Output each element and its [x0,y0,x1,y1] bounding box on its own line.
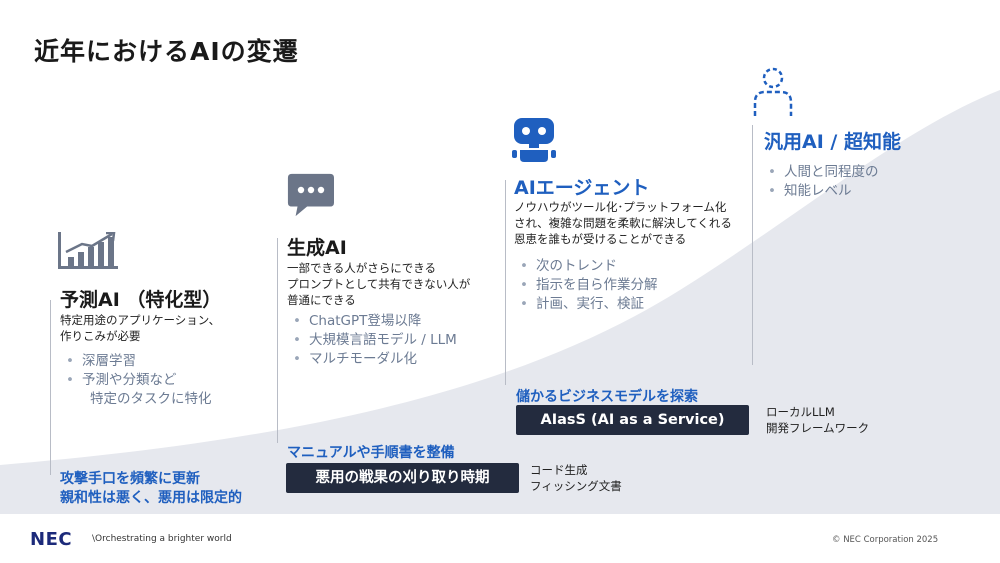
footer-tagline: \Orchestrating a brighter world [92,534,232,544]
highlight-generative-ai: マニュアルや手順書を整備 [287,445,455,461]
description-line: 普通にできる [287,293,356,307]
stage-divider-4 [752,125,753,365]
risk-note-predictive-ai: 攻撃手口を頻繁に更新 親和性は悪く、悪用は限定的 [60,470,242,508]
bullet-item: マルチモーダル化 [289,350,457,369]
note-line: コード生成 [530,463,588,477]
chat-bubble-icon [287,173,334,217]
robot-icon [512,118,556,162]
bullet-item-continuation: 特定のタスクに特化 [90,391,212,407]
period-box-generative-ai: 悪用の戦果の刈り取り時期 [286,463,519,493]
note-generative-ai: コード生成 フィッシング文書 [530,462,622,494]
description-line: 一部できる人がさらにできる [287,261,437,275]
stage-title-predictive-ai: 予測AI （特化型） [60,289,222,311]
bullet-item: 深層学習 [62,352,212,371]
risk-line: 親和性は悪く、悪用は限定的 [60,490,242,506]
stage-divider-3 [505,180,506,385]
stage-divider-2 [277,238,278,443]
stage-title-ai-agent: AIエージェント [514,177,650,199]
bullet-item: 予測や分類など [62,371,212,390]
footer [0,514,1000,563]
description-line: プロンプトとして共有できない人が [287,277,471,291]
note-ai-agent: ローカルLLM 開発フレームワーク [766,404,869,436]
page-title: 近年におけるAIの変遷 [34,37,299,66]
bullet-item: 次のトレンド [516,257,658,276]
stage-description-generative-ai: 一部できる人がさらにできる プロンプトとして共有できない人が 普通にできる [287,260,470,308]
growth-bar-chart-icon [58,232,118,269]
stage-bullets-agi: 人間と同程度の 知能レベル [764,163,879,201]
bullet-item: 知能レベル [764,182,879,201]
stage-description-predictive-ai: 特定用途のアプリケーション、 作りこみが必要 [60,312,220,344]
risk-line: 攻撃手口を頻繁に更新 [60,471,200,487]
stage-title-agi: 汎用AI / 超知能 [764,131,901,153]
note-line: フィッシング文書 [530,479,622,493]
bullet-item: 大規模言語モデル / LLM [289,331,457,350]
highlight-ai-agent: 儲かるビジネスモデルを探索 [516,389,698,405]
description-line: され、複雑な問題を柔軟に解決してくれる [514,216,732,230]
period-box-ai-agent: AIasS (AI as a Service) [516,405,749,435]
note-line: ローカルLLM [766,405,835,419]
stage-title-generative-ai: 生成AI [287,237,347,259]
description-line: 作りこみが必要 [60,329,141,343]
description-line: 恩恵を誰もが受けることができる [514,232,687,246]
stage-bullets-generative-ai: ChatGPT登場以降 大規模言語モデル / LLM マルチモーダル化 [289,312,457,369]
person-outline-icon [753,67,793,116]
stage-divider-1 [50,300,51,475]
nec-logo: NEC [30,529,73,550]
stage-description-ai-agent: ノウハウがツール化･プラットフォーム化 され、複雑な問題を柔軟に解決してくれる … [514,199,732,247]
note-line: 開発フレームワーク [766,421,870,435]
description-line: 特定用途のアプリケーション、 [60,313,221,327]
bullet-item: 計画、実行、検証 [516,295,658,314]
stage-bullets-ai-agent: 次のトレンド 指示を自ら作業分解 計画、実行、検証 [516,257,658,314]
stage-bullets-predictive-ai: 深層学習 予測や分類など 特定のタスクに特化 [62,352,212,409]
bullet-item: ChatGPT登場以降 [289,312,457,331]
description-line: ノウハウがツール化･プラットフォーム化 [514,200,727,214]
bullet-item: 指示を自ら作業分解 [516,276,658,295]
footer-copyright: © NEC Corporation 2025 [832,535,939,545]
bullet-item: 人間と同程度の [764,163,879,182]
